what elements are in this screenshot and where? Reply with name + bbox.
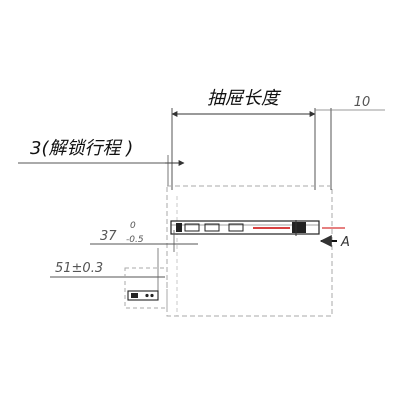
rail-slot-3	[228, 223, 244, 232]
section-clip	[131, 293, 138, 298]
drawer-length-label: 抽屉长度	[207, 88, 282, 109]
rail-slot-2	[204, 223, 220, 232]
rail-slot-1	[184, 223, 200, 232]
section-rail	[127, 290, 159, 301]
side-offset-dimension: 51±0.3	[50, 248, 165, 300]
view-a-marker: A	[319, 235, 350, 250]
height-tol-upper: 0	[130, 221, 136, 231]
drawer-length-dimension: 抽屉长度	[171, 88, 316, 190]
section-pin-1	[145, 293, 149, 298]
rail-rear-bracket	[292, 222, 306, 233]
view-a-label: A	[340, 235, 350, 250]
release-travel-label: 3(解锁行程 )	[30, 138, 133, 159]
section-pin-2	[150, 293, 154, 298]
cabinet-outline	[166, 185, 333, 317]
height-main-label: 37	[100, 229, 117, 244]
side-offset-label: 51±0.3	[55, 261, 103, 276]
slide-rail	[170, 220, 345, 236]
height-dimension: 37 0 -0.5	[90, 221, 198, 252]
section-view	[124, 267, 168, 309]
right-offset-label: 10	[354, 95, 371, 110]
right-offset-dimension: 10	[315, 95, 385, 190]
height-tol-lower: -0.5	[126, 235, 144, 245]
rail-front-stop	[176, 223, 182, 232]
section-outline	[124, 267, 168, 309]
release-travel-dimension: 3(解锁行程 )	[18, 138, 185, 186]
